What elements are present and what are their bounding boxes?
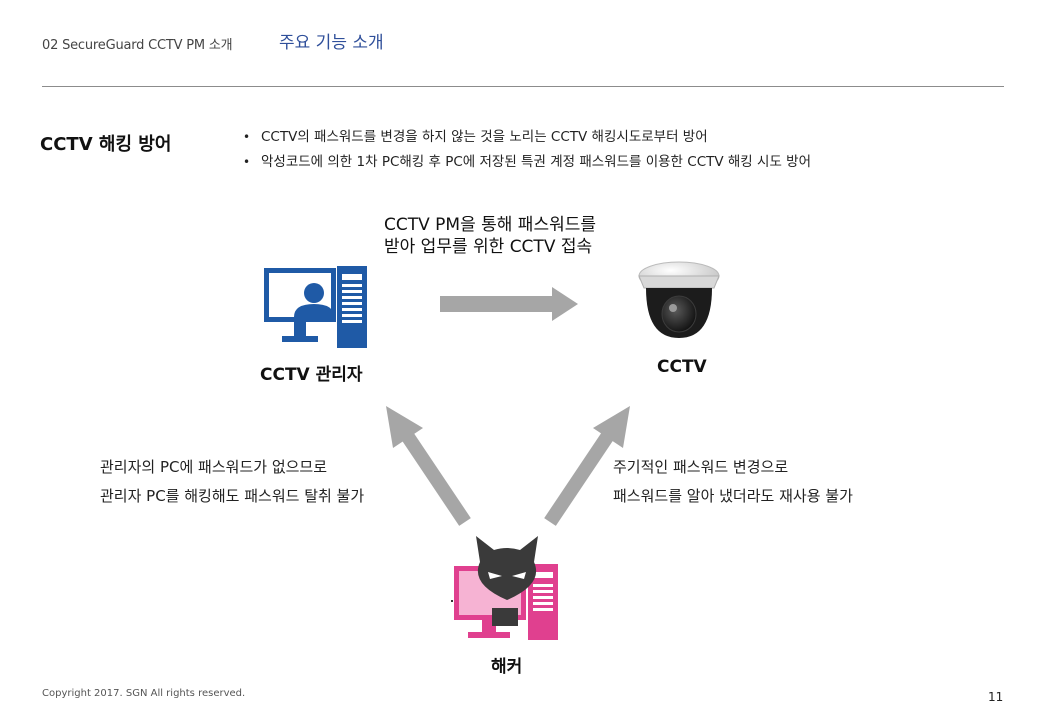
flow-caption-line: CCTV PM을 통해 패스워드를	[384, 215, 597, 235]
admin-label: CCTV 관리자	[260, 365, 363, 385]
description-line: 패스워드를 알아 냈더라도 재사용 불가	[613, 487, 853, 505]
flow-caption: CCTV PM을 통해 패스워드를 받아 업무를 위한 CCTV 접속	[384, 214, 596, 258]
feature-bullet-list: CCTV의 패스워드를 변경을 하지 않는 것을 노리는 CCTV 해킹시도로부…	[240, 128, 811, 178]
hacker-cat-computer-icon	[454, 536, 558, 640]
section-label: 02 SecureGuard CCTV PM 소개	[42, 38, 233, 53]
bullet-item: CCTV의 패스워드를 변경을 하지 않는 것을 노리는 CCTV 해킹시도로부…	[240, 128, 811, 153]
page-title: 주요 기능 소개	[279, 33, 384, 53]
diagonal-arrow-up-right-icon	[544, 406, 630, 526]
header-divider	[42, 86, 1004, 87]
hacker-label: 해커	[491, 657, 523, 677]
dome-camera-icon	[638, 261, 720, 338]
cctv-label: CCTV	[657, 357, 707, 377]
description-line: 관리자의 PC에 패스워드가 없으므로	[100, 458, 328, 476]
admin-protection-description: 관리자의 PC에 패스워드가 없으므로 관리자 PC를 해킹해도 패스워드 탈취…	[100, 453, 364, 511]
cctv-protection-description: 주기적인 패스워드 변경으로 패스워드를 알아 냈더라도 재사용 불가	[613, 453, 853, 511]
computer-user-icon	[264, 266, 367, 348]
right-arrow-icon	[440, 287, 578, 321]
description-line: 주기적인 패스워드 변경으로	[613, 458, 789, 476]
copyright-text: Copyright 2017. SGN All rights reserved.	[42, 688, 246, 699]
flow-caption-line: 받아 업무를 위한 CCTV 접속	[384, 237, 593, 257]
topic-heading: CCTV 해킹 방어	[40, 134, 172, 155]
stray-dot	[451, 600, 453, 602]
diagonal-arrow-up-left-icon	[386, 406, 471, 526]
page-number: 11	[988, 690, 1004, 704]
description-line: 관리자 PC를 해킹해도 패스워드 탈취 불가	[100, 487, 365, 505]
bullet-item: 악성코드에 의한 1차 PC해킹 후 PC에 저장된 특권 계정 패스워드를 이…	[240, 153, 811, 178]
